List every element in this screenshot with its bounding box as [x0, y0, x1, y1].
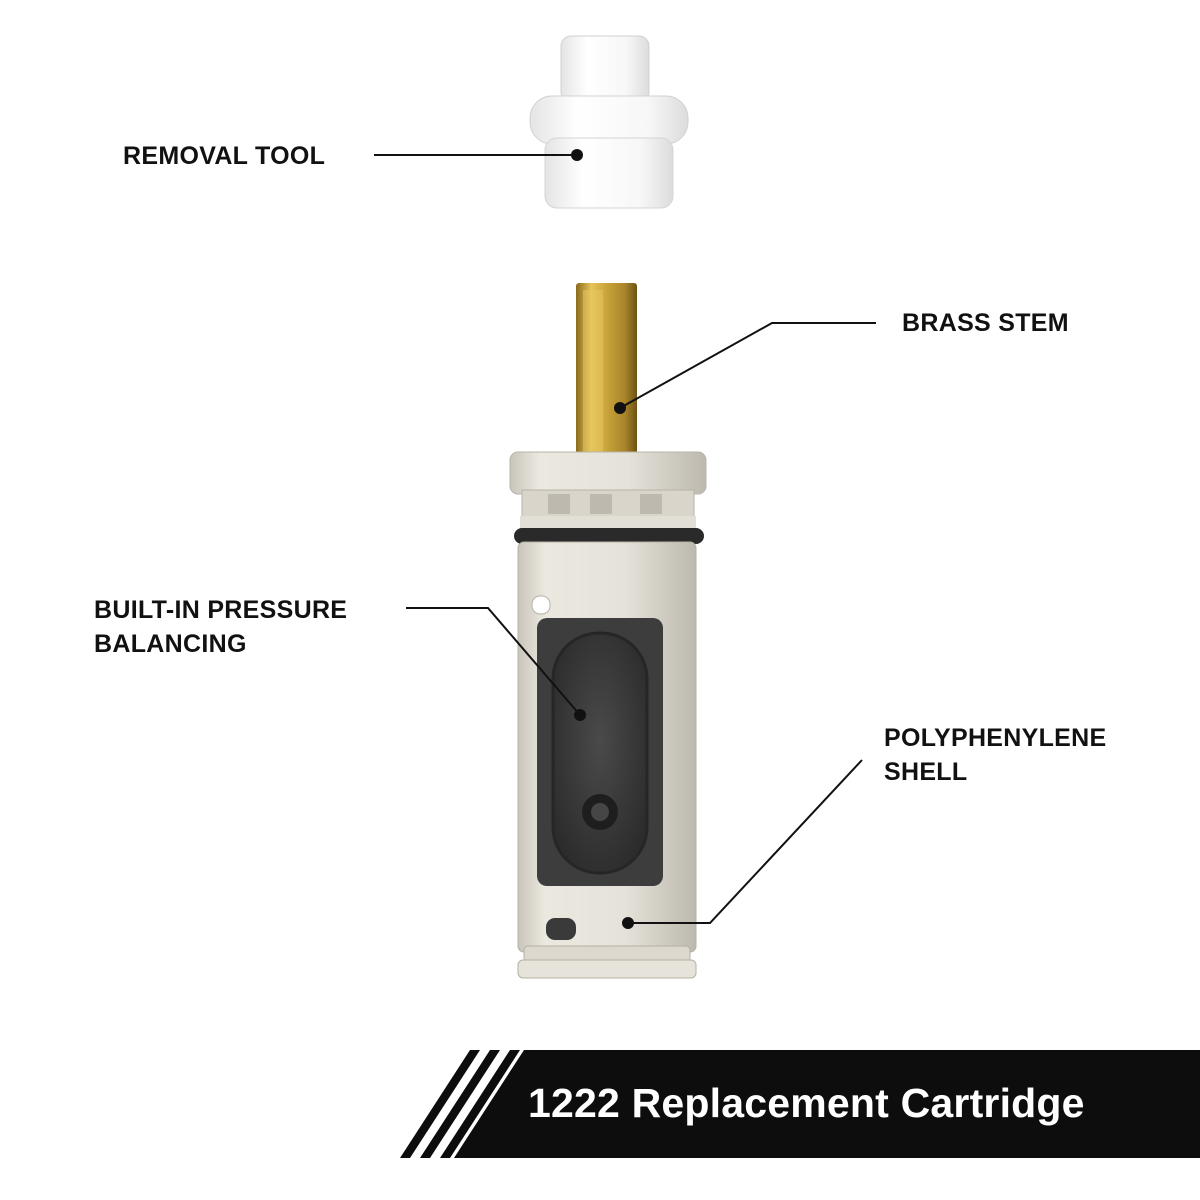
polyphenylene-shell-label: POLYPHENYLENE SHELL: [884, 721, 1106, 789]
removal-tool-dot: [571, 149, 583, 161]
shell-dot: [622, 917, 634, 929]
title-banner: [400, 1050, 1200, 1158]
cartridge-top-collar: [509, 451, 707, 495]
cartridge-bottom-rib-2: [517, 959, 697, 979]
cartridge-cage-slot-2: [590, 494, 612, 514]
cartridge-neck: [520, 516, 696, 530]
diaphragm-port-inner: [591, 803, 609, 821]
pressure-balancing-label-line1: BUILT-IN PRESSURE: [94, 596, 348, 624]
cartridge-cage-slot-3: [640, 494, 662, 514]
diaphragm-inner: [551, 631, 649, 875]
removal-tool-top: [560, 35, 650, 103]
pressure-balancing-label: BUILT-IN PRESSURE BALANCING: [94, 593, 347, 661]
shell-leader: [628, 759, 863, 924]
brass-stem-dot: [614, 402, 626, 414]
removal-tool-label-text: REMOVAL TOOL: [123, 142, 326, 170]
brass-stem-leader: [619, 322, 876, 409]
banner-title: 1222 Replacement Cartridge: [528, 1080, 1085, 1126]
pressure-balancing-label-line2: BALANCING: [94, 630, 247, 658]
shell-notch-bottom: [546, 918, 576, 940]
polyphenylene-shell-label-line2: SHELL: [884, 758, 968, 786]
brass-stem: [576, 283, 637, 463]
cartridge-body: [509, 451, 707, 979]
brass-stem-flat: [583, 290, 603, 460]
pressure-leader: [406, 607, 581, 716]
pressure-dot: [574, 709, 586, 721]
polyphenylene-shell-label-line1: POLYPHENYLENE: [884, 724, 1107, 752]
banner-stripe-2: [420, 1050, 500, 1158]
o-ring: [514, 528, 704, 544]
brass-stem-label: BRASS STEM: [902, 306, 1069, 340]
removal-tool-base: [544, 137, 674, 209]
shell-notch-top: [531, 595, 551, 615]
leader-dots: [571, 149, 634, 929]
removal-tool-collar: [529, 95, 689, 145]
removal-tool: [529, 35, 689, 209]
removal-tool-label: REMOVAL TOOL: [123, 139, 325, 173]
banner-background: [454, 1050, 1200, 1158]
banner-stripe-1: [400, 1050, 480, 1158]
leader-lines: [374, 154, 876, 924]
brass-stem-label-text: BRASS STEM: [902, 309, 1069, 337]
cartridge-cage-slot-1: [548, 494, 570, 514]
banner-stripe-3: [440, 1050, 520, 1158]
